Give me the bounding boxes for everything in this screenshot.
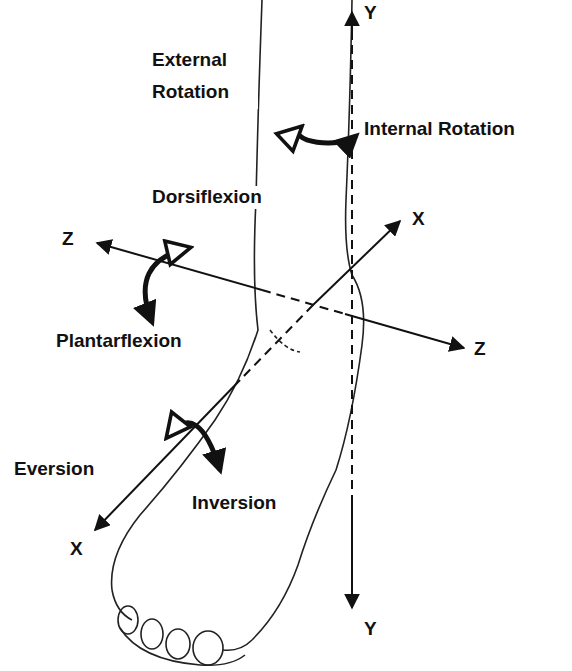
- y-axis: [351, 12, 353, 608]
- axis-letter: Y: [362, 2, 379, 25]
- axis-letter: Z: [472, 338, 488, 361]
- motion-label: Eversion: [12, 458, 96, 481]
- axis-letter: X: [68, 538, 85, 561]
- axis-letter: X: [410, 208, 427, 231]
- axis-letter: Z: [60, 228, 76, 251]
- motion-label: Dorsiflexion: [150, 186, 264, 209]
- axis-letter: Y: [362, 618, 379, 641]
- motion-label: Internal Rotation: [362, 118, 517, 141]
- motion-label: External Rotation: [150, 44, 258, 109]
- rotation-arrows: [145, 128, 356, 470]
- x-axis: [95, 221, 400, 530]
- motion-label: Inversion: [190, 492, 278, 515]
- motion-label: Plantarflexion: [54, 330, 184, 353]
